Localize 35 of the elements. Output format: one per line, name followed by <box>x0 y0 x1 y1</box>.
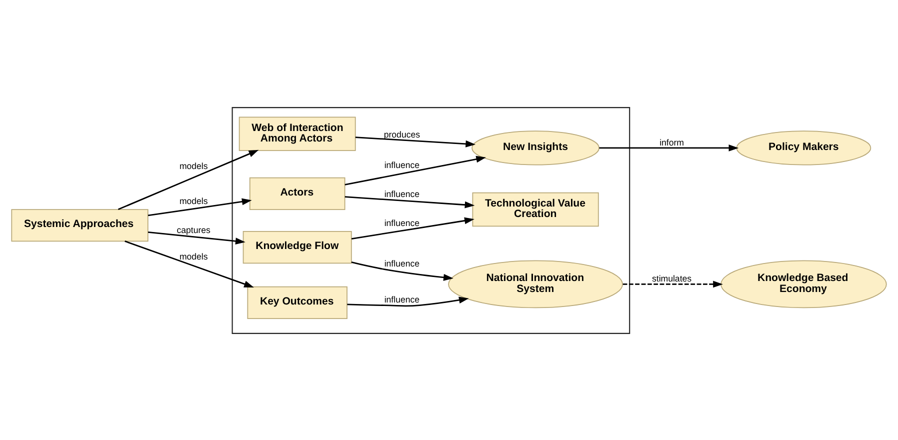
node-box: Knowledge Flow <box>242 230 352 264</box>
arrow <box>599 144 739 151</box>
node-ellipse: National Innovation System <box>448 260 623 308</box>
arrow <box>118 149 259 210</box>
arrow <box>344 196 475 208</box>
node-box: Actors <box>249 176 346 210</box>
edge-label: captures <box>176 224 210 235</box>
edge-label: influence <box>384 188 420 199</box>
edge-label: models <box>179 196 208 206</box>
arrow <box>124 240 254 287</box>
edge-label: inform <box>660 136 684 147</box>
arrow <box>351 216 474 239</box>
cluster <box>232 106 630 334</box>
arrow <box>148 198 252 216</box>
node-ellipse: New Insights <box>472 130 600 165</box>
edge-label: influence <box>384 160 420 170</box>
node-box: Web of Interaction Among Actors <box>238 116 356 151</box>
arrow <box>355 136 476 147</box>
edge-label: influence <box>384 294 420 304</box>
edge-label: influence <box>384 258 420 268</box>
edge-label: models <box>179 251 208 262</box>
node-box: Key Outcomes <box>247 286 348 318</box>
arrow <box>347 296 469 306</box>
edge-label: influence <box>384 218 420 228</box>
node-ellipse: Knowledge Based Economy <box>720 260 887 308</box>
arrow <box>622 280 723 288</box>
arrow <box>148 231 246 244</box>
arrow <box>351 261 454 280</box>
node-box: Technological Value Creation <box>472 192 599 226</box>
arrow <box>344 155 486 185</box>
edge-label: models <box>179 160 208 171</box>
edge-label: produces <box>384 128 420 139</box>
node-ellipse: Policy Makers <box>736 130 872 165</box>
edge-label: stimulates <box>652 273 692 284</box>
node-box: Systemic Approaches <box>11 208 148 242</box>
